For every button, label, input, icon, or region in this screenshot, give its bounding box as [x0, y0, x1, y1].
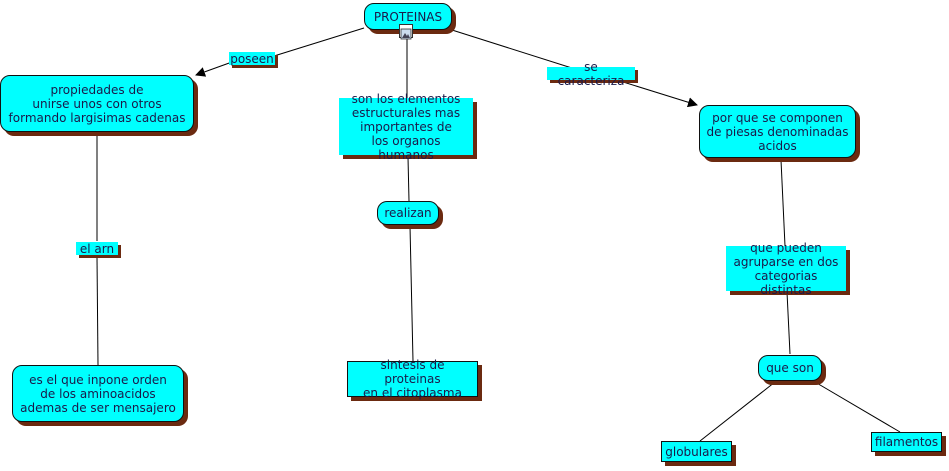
link-poseen-propiedades	[195, 61, 233, 77]
linking-phrase-se-caracteriza[interactable]: se caracteriza	[547, 60, 635, 88]
link-quepueden-queson	[786, 291, 791, 355]
image-glyph	[400, 28, 412, 40]
concept-que-son[interactable]: que son	[758, 355, 822, 381]
concept-es-el-que[interactable]: es el que inpone orden de los aminoacido…	[12, 365, 184, 422]
link-arn-esel	[96, 256, 99, 366]
concept-realizan[interactable]: realizan	[377, 201, 439, 225]
concept-filamentos[interactable]: filamentos	[871, 432, 942, 452]
concept-sintesis-de-proteinas[interactable]: sintesis de proteinas en el citoplasma	[347, 358, 478, 400]
link-queson-filamentos	[814, 381, 901, 433]
concept-son-los-elementos[interactable]: son los elementos estructurales mas impo…	[339, 92, 473, 162]
linking-phrase-el-arn[interactable]: el arn	[76, 242, 118, 256]
link-proteinas-poseen	[273, 27, 365, 57]
concept-que-pueden[interactable]: que pueden agruparse en dos categorias d…	[726, 241, 846, 297]
concept-globulares[interactable]: globulares	[661, 441, 732, 462]
image-icon[interactable]	[399, 24, 413, 40]
link-proteinas-caracteriza	[451, 29, 576, 70]
linking-phrase-poseen[interactable]: poseen	[229, 51, 275, 66]
link-caracteriza-porque	[619, 80, 698, 108]
concept-propiedades[interactable]: propiedades de unirse unos con otros for…	[0, 75, 194, 132]
link-realizan-sintesis	[409, 225, 414, 362]
concept-por-que-se-componen[interactable]: por que se componen de piesas denominada…	[699, 105, 856, 158]
link-queson-globulares	[699, 381, 776, 442]
link-son-realizan	[407, 156, 410, 202]
link-porque-quepueden	[780, 159, 786, 247]
